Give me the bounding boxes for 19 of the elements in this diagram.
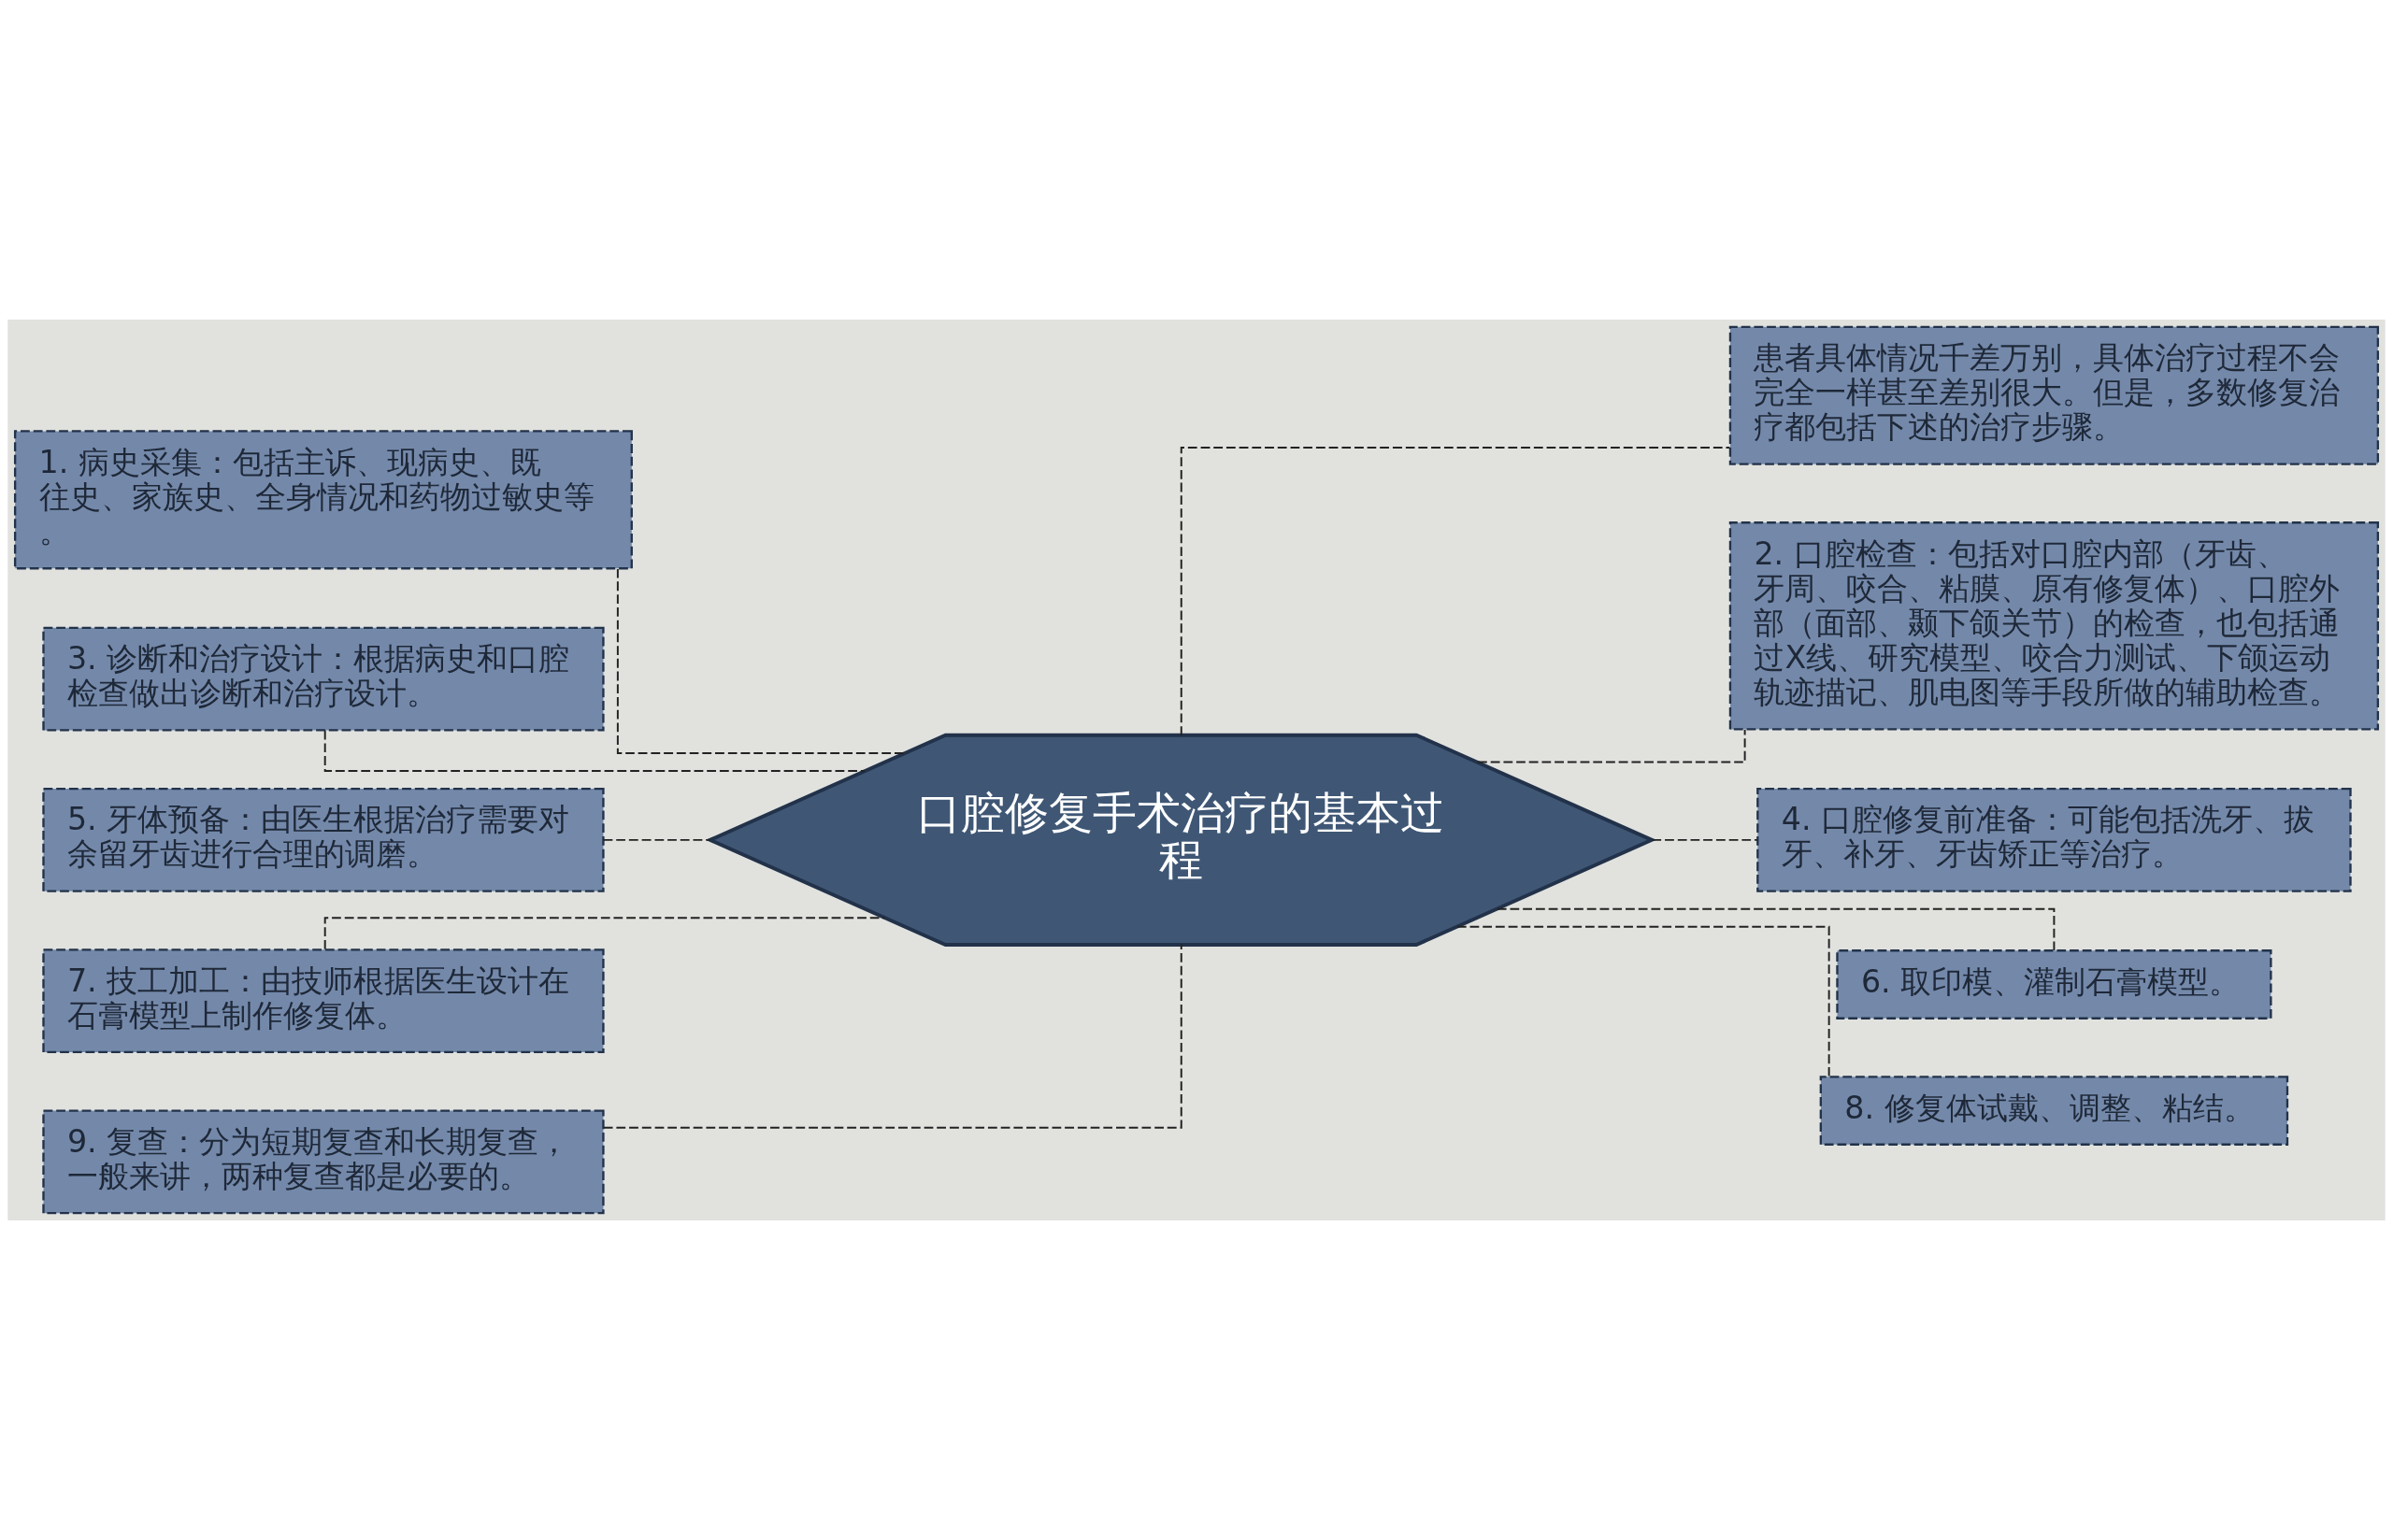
connector [1496,907,2056,951]
node-box: 8. 修复体试戴、调整、粘结。 [1819,1076,2289,1146]
connector [1476,729,1746,763]
node-box: 9. 复查：分为短期复查和长期复查，一般来讲，两种复查都是必要的。 [42,1109,605,1215]
connector [616,567,906,754]
connector [602,838,711,841]
connector [1651,838,1759,841]
node-box: 4. 口腔修复前准备：可能包括洗牙、拔牙、补牙、牙齿矫正等治疗。 [1756,787,2352,892]
connector [1455,925,1830,1077]
connector [1180,447,1731,736]
node-box: 3. 诊断和治疗设计：根据病史和口腔检查做出诊断和治疗设计。 [42,626,605,732]
node-box: 5. 牙体预备：由医生根据治疗需要对余留牙齿进行合理的调磨。 [42,787,605,892]
node-box: 2. 口腔检查：包括对口腔内部（牙齿、牙周、咬合、粘膜、原有修复体）、口腔外部（面部、颞下颌关节）的检查，也包括通过X线、研究模型、咬合力测试、下颌运动轨迹描记、肌电图等手段所做的辅助检查。 [1728,521,2380,731]
node-box: 6. 取印模、灌制石膏模型。 [1836,949,2272,1020]
node-box: 患者具体情况千差万别，具体治疗过程不会完全一样甚至差别很大。但是，多数修复治疗都包括下述的治疗步骤。 [1728,325,2380,465]
connector [602,943,1182,1129]
node-box: 7. 技工加工：由技师根据医生设计在石膏模型上制作修复体。 [42,948,605,1054]
connector [323,729,866,772]
node-box: 1. 病史采集：包括主诉、现病史、既往史、家族史、全身情况和药物过敏史等。 [13,430,633,570]
